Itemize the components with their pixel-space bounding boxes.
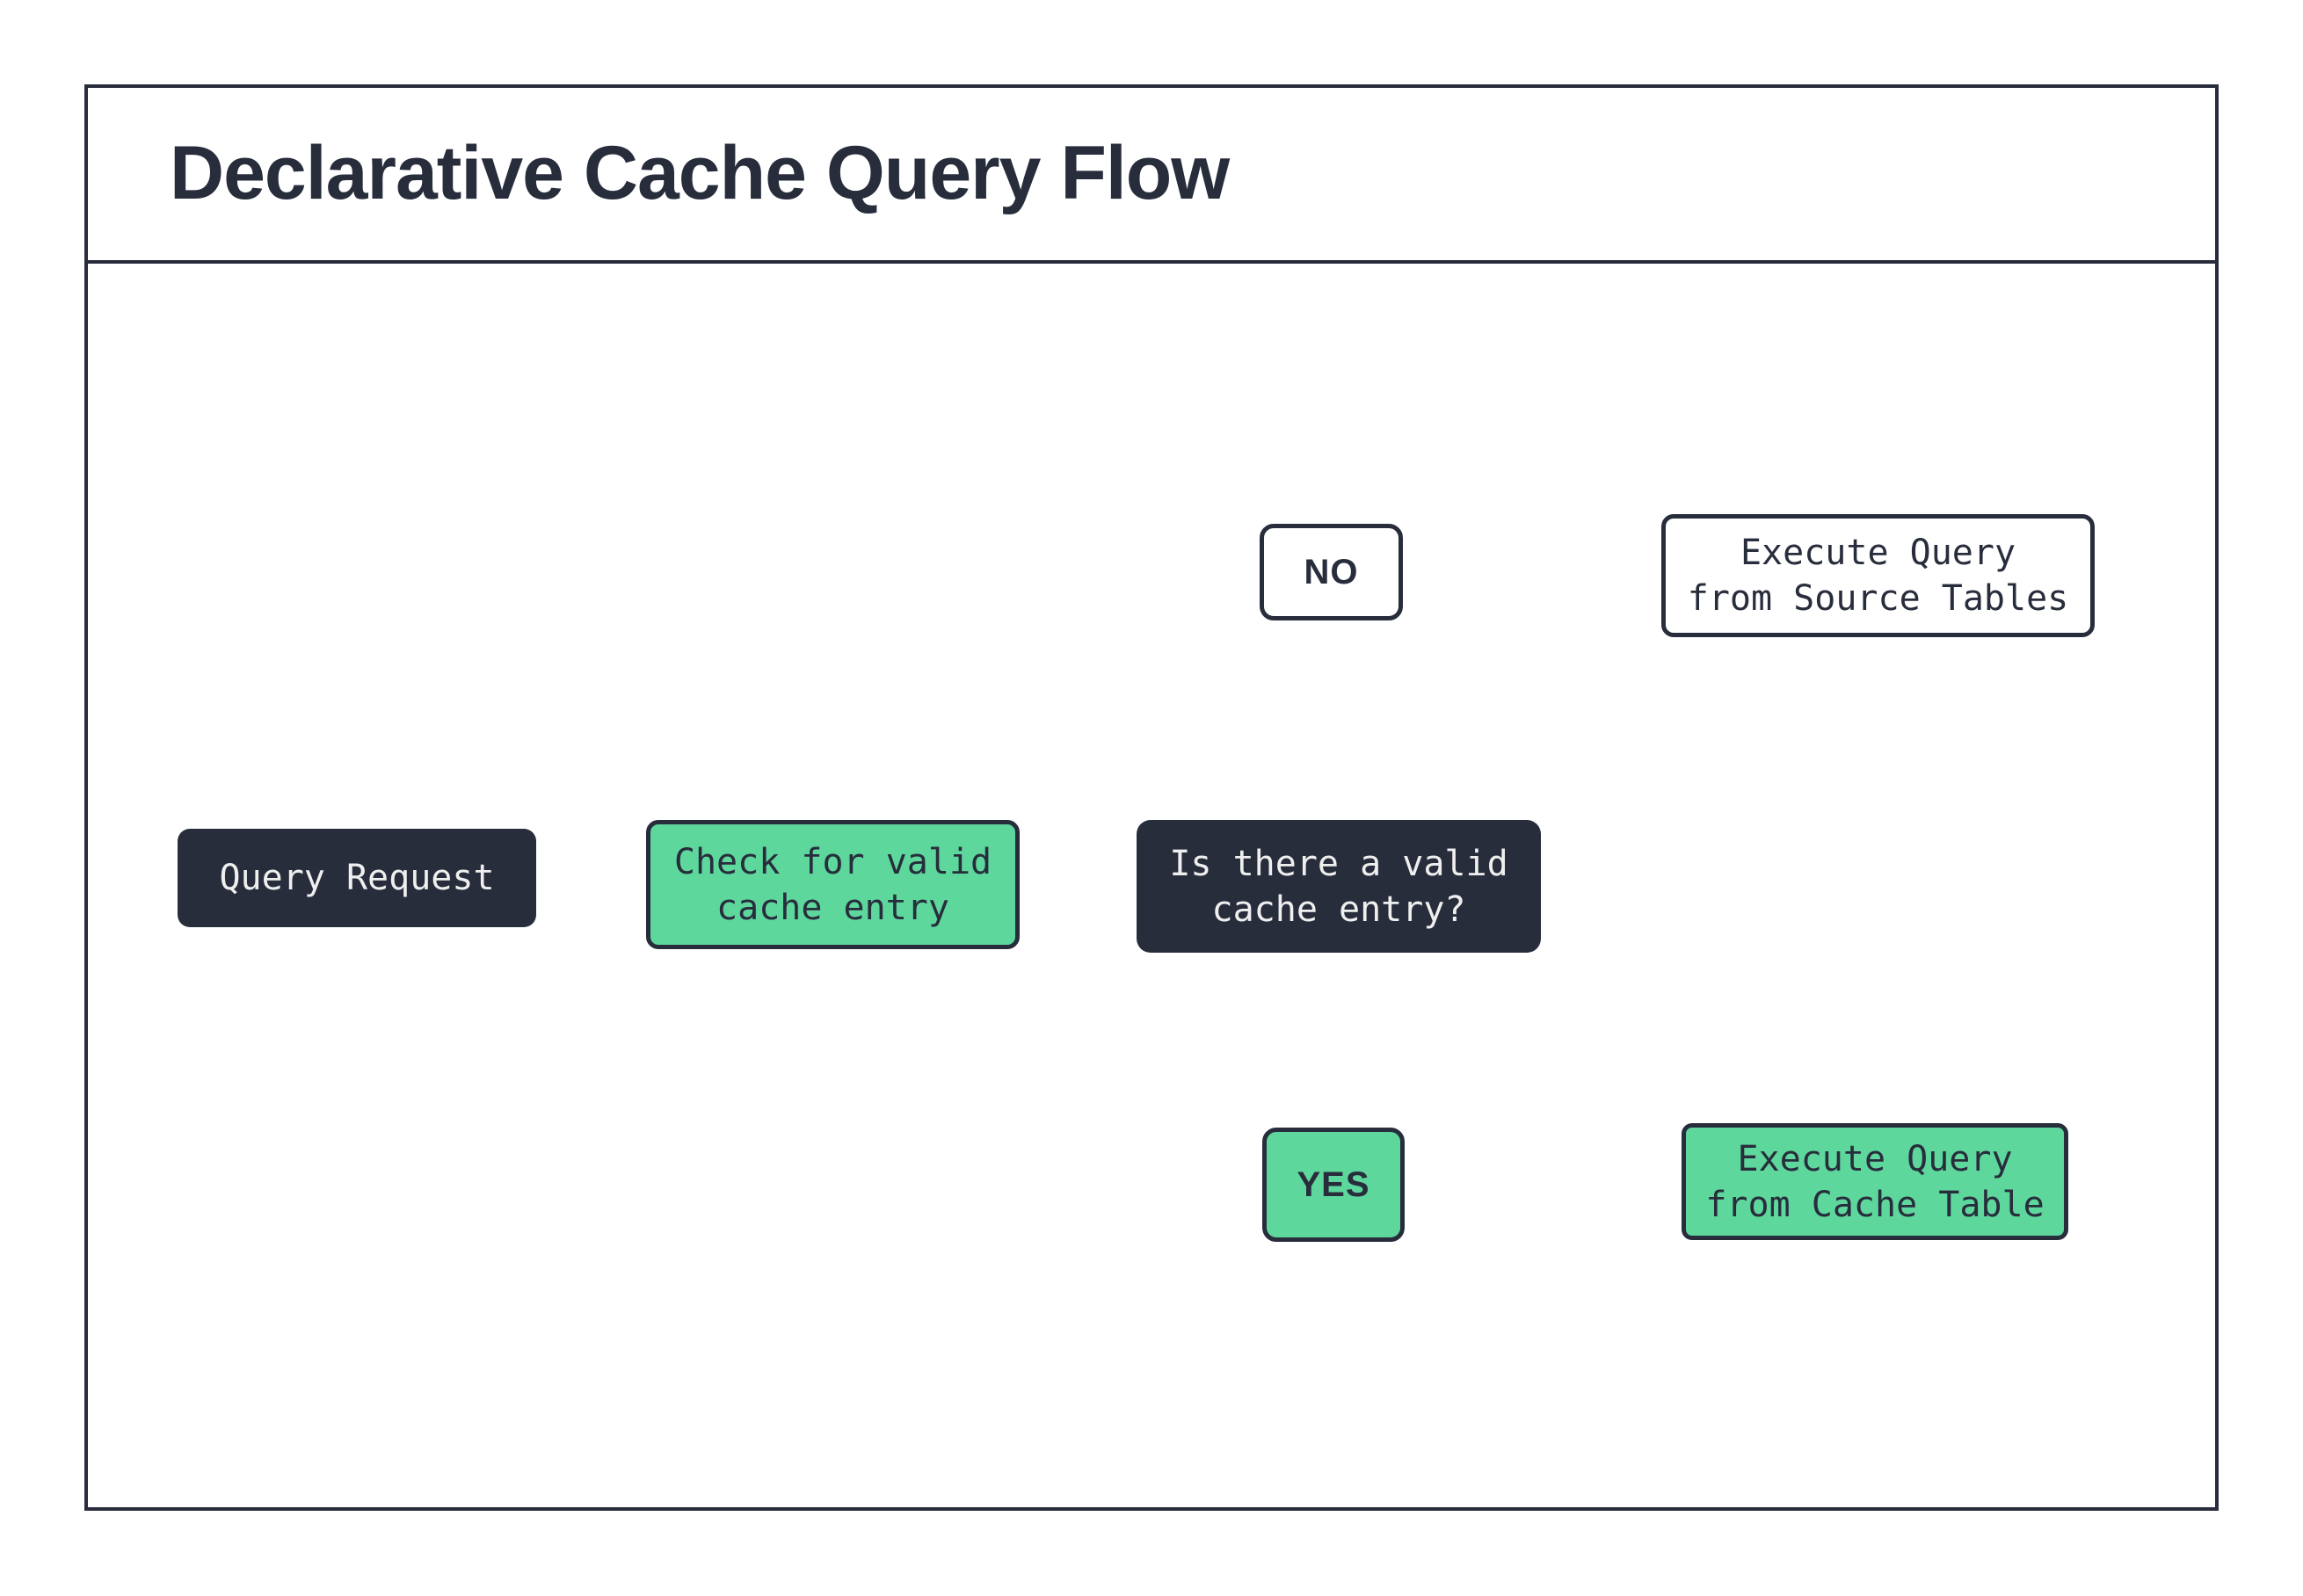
branch-yes-label: YES [1297,1165,1370,1204]
query-request-node: Query Request [178,829,536,927]
branch-no-node: NO [1260,524,1403,620]
query-request-label: Query Request [219,858,495,898]
decision-label: Is there a valid cache entry? [1169,843,1508,930]
branch-yes-node: YES [1262,1128,1405,1242]
execute-source-label: Execute Query from Source Tables [1687,533,2069,619]
execute-cache-node: Execute Query from Cache Table [1682,1123,2068,1240]
check-cache-node: Check for valid cache entry [646,820,1020,949]
decision-node: Is there a valid cache entry? [1137,820,1541,953]
branch-no-label: NO [1304,553,1359,591]
diagram-frame [84,84,2219,1511]
execute-cache-label: Execute Query from Cache Table [1705,1138,2045,1225]
diagram-header: Declarative Cache Query Flow [84,84,2219,264]
check-cache-label: Check for valid cache entry [673,841,992,928]
execute-source-node: Execute Query from Source Tables [1661,514,2095,637]
page-title: Declarative Cache Query Flow [170,131,1230,215]
